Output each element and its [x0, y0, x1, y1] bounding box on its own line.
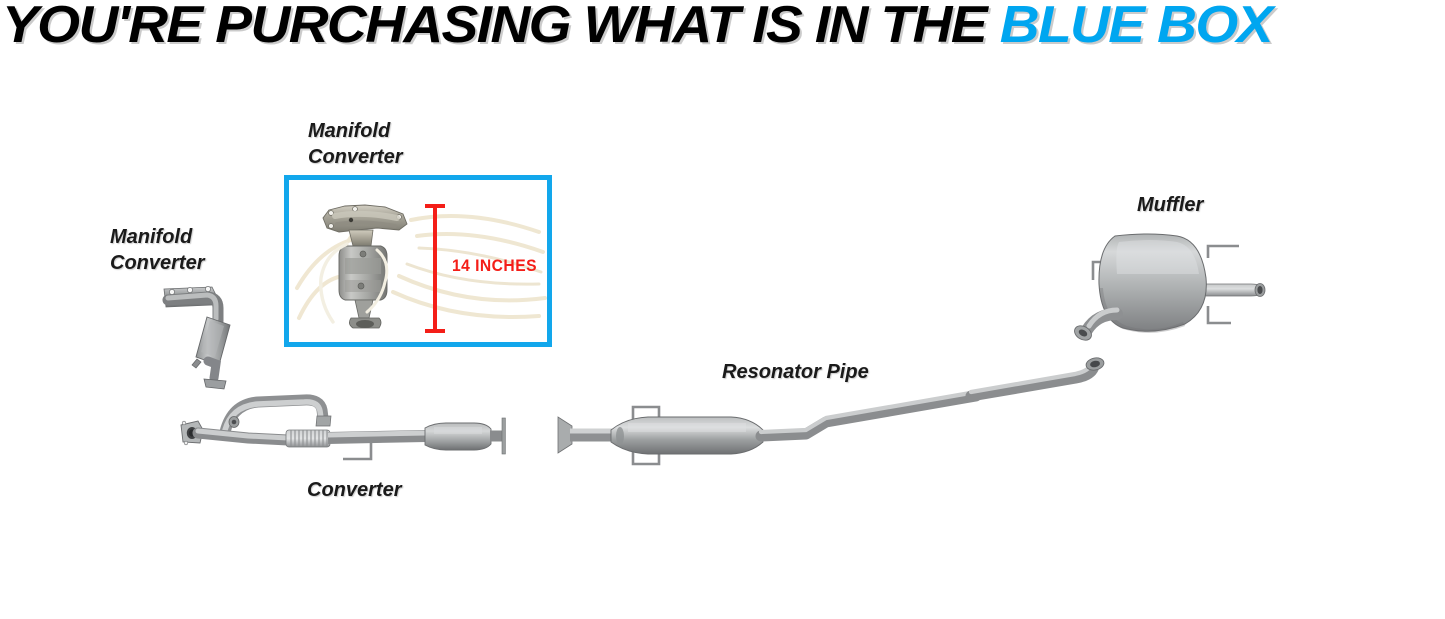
dimension-line	[433, 205, 437, 333]
label-converter: Converter	[307, 479, 402, 501]
dimension-cap-bottom	[425, 329, 445, 333]
part-muffler-assembly	[1074, 233, 1266, 341]
page-title: YOU'RE PURCHASING WHAT IS IN THE BLUE BO…	[2, 0, 1274, 54]
boxed-manifold-converter-image	[319, 204, 408, 329]
part-manifold-converter-left	[162, 286, 231, 390]
header-banner: YOU'RE PURCHASING WHAT IS IN THE BLUE BO…	[0, 0, 1445, 58]
label-muffler: Muffler	[1137, 194, 1204, 216]
label-resonator-pipe: Resonator Pipe	[722, 361, 869, 383]
blue-box-contents: 14 INCHES	[289, 180, 547, 342]
page-title-plain: YOU'RE PURCHASING WHAT IS IN THE	[2, 0, 1000, 54]
page-title-accent: BLUE BOX	[999, 0, 1274, 54]
part-converter-pipe-assembly	[180, 394, 506, 461]
part-resonator-pipe-assembly	[557, 357, 1105, 466]
blue-highlight-box: 14 INCHES	[284, 175, 552, 347]
dimension-label: 14 INCHES	[452, 256, 537, 275]
